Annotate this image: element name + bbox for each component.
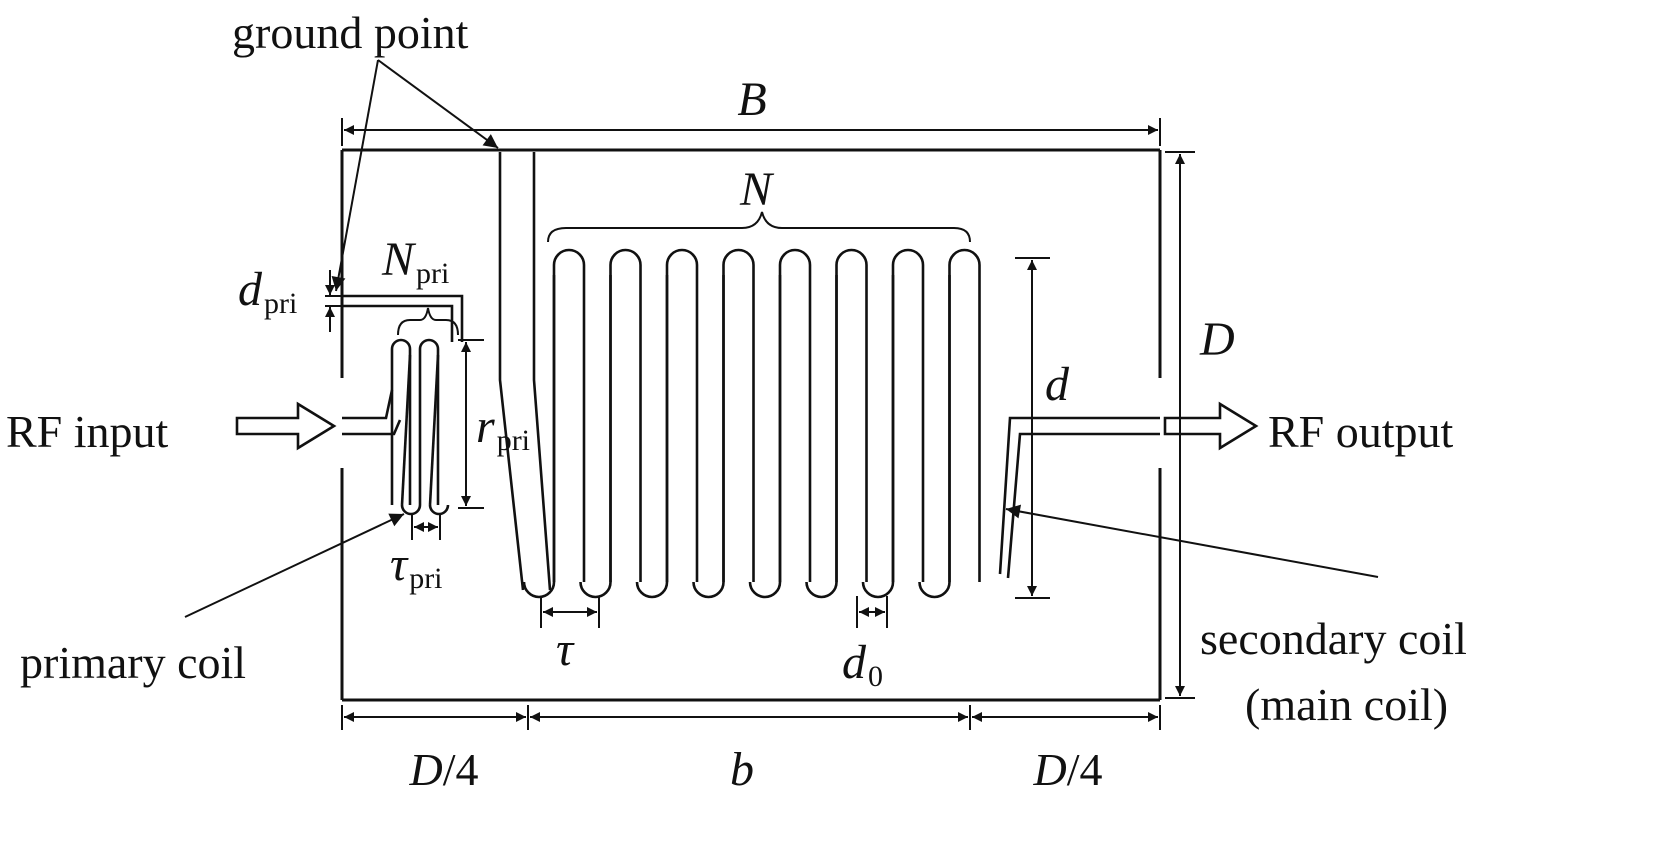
dimension-d — [1015, 257, 1050, 599]
secondary-coil-turn — [778, 248, 812, 582]
primary-coil-crossing — [428, 354, 440, 506]
secondary-coil — [522, 248, 981, 599]
secondary-coil-bottom — [579, 581, 612, 599]
label-b: b — [730, 743, 754, 796]
primary-input-lead — [342, 294, 464, 436]
secondary-coil-turn — [948, 248, 981, 582]
label-N: N — [739, 163, 775, 216]
label-tau-pri: τpri — [390, 538, 443, 595]
secondary-coil-turn — [665, 248, 699, 582]
secondary-coil-turn — [722, 248, 755, 582]
callout-primary-coil — [184, 513, 405, 618]
primary-coil-crossing — [400, 354, 412, 506]
brace-N-pri — [397, 307, 459, 336]
label-d-pri: dpri — [238, 263, 297, 320]
secondary-coil-turn — [552, 248, 586, 582]
secondary-coil-turn — [891, 248, 925, 582]
label-r-pri: rpri — [476, 400, 530, 457]
primary-coil-turn — [418, 338, 440, 505]
dimension-tau — [540, 596, 600, 628]
label-rf-output: RF output — [1268, 406, 1454, 457]
secondary-coil-bottom — [692, 581, 725, 599]
callout-ground-point — [331, 59, 499, 292]
label-rf-input: RF input — [6, 406, 169, 457]
label-D4-right: D/4 — [1032, 744, 1102, 795]
dimension-tau-pri — [411, 514, 441, 540]
label-tau: τ — [556, 623, 575, 676]
dimension-B — [341, 118, 1161, 146]
label-D: D — [1199, 313, 1235, 366]
secondary-coil-bottom — [918, 581, 951, 599]
dimension-d-pri — [325, 270, 342, 332]
primary-coil-bottom — [400, 504, 422, 516]
label-primary-coil: primary coil — [20, 637, 246, 688]
secondary-coil-bottom — [522, 581, 556, 599]
secondary-coil-bottom — [748, 581, 782, 599]
dimension-D — [1165, 151, 1195, 699]
label-B: B — [737, 73, 766, 126]
output-tap — [998, 416, 1160, 579]
label-N-pri: Npri — [381, 233, 449, 290]
dimension-r-pri — [458, 339, 484, 509]
secondary-coil-turn — [609, 248, 642, 582]
secondary-coil-turn — [835, 248, 868, 582]
label-ground-point: ground point — [232, 7, 469, 58]
brace-N — [547, 211, 971, 243]
shield-enclosure — [340, 148, 1162, 702]
primary-coil — [390, 338, 450, 516]
rf-output-arrow — [1163, 401, 1259, 451]
label-D4-left: D/4 — [408, 744, 478, 795]
secondary-coil-bottom — [861, 581, 895, 599]
primary-coil-turn — [390, 338, 412, 505]
callout-secondary-coil — [1005, 504, 1379, 578]
label-secondary-coil-sub: (main coil) — [1245, 679, 1448, 730]
label-secondary-coil: secondary coil — [1200, 613, 1467, 664]
dimension-bottom — [341, 705, 1161, 730]
dimension-d0 — [856, 596, 888, 628]
label-d0: d0 — [842, 636, 883, 693]
secondary-coil-bottom — [805, 581, 838, 599]
primary-coil-bottom — [428, 504, 450, 516]
rf-input-arrow — [235, 401, 337, 451]
secondary-ground-lead — [498, 152, 552, 591]
label-d: d — [1045, 358, 1070, 411]
secondary-coil-bottom — [635, 581, 669, 599]
